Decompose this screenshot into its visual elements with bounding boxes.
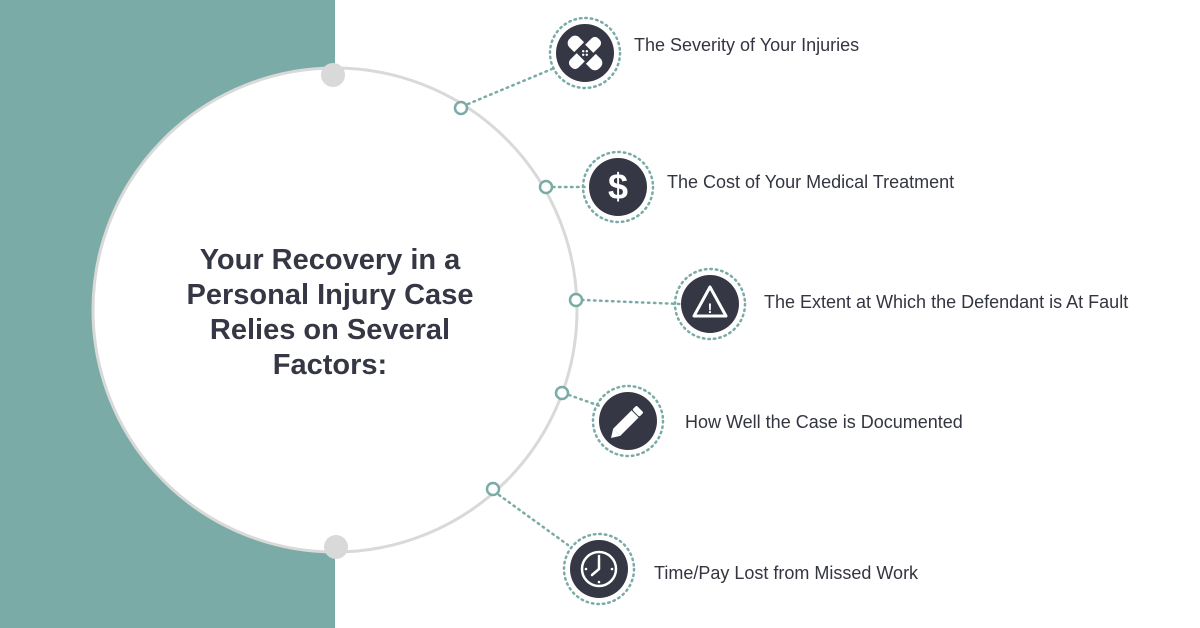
connector-line-0: [466, 67, 554, 106]
connector-node-2: [568, 292, 584, 308]
warning-icon: !: [692, 285, 728, 318]
connector-line-2: [580, 298, 682, 306]
factor-label-lost-work: Time/Pay Lost from Missed Work: [654, 563, 919, 583]
bandage-icon: [566, 34, 604, 72]
pencil-icon: [611, 406, 643, 438]
ring-cap-bottom: [324, 535, 348, 559]
badge-dollar: $: [581, 150, 655, 224]
badge-bandage: [548, 16, 622, 90]
connector-line-4: [497, 493, 570, 547]
headline-line: Factors:: [272, 349, 388, 381]
headline-line: Relies on Several: [209, 314, 451, 346]
factor-label-fault: The Extent at Which the Defendant is At …: [764, 292, 1129, 312]
connector-node-4: [485, 481, 501, 497]
connector-line-3: [567, 393, 602, 408]
connector-node-0: [453, 100, 469, 116]
headline-line: Your Recovery in a: [199, 244, 461, 276]
connector-node-3: [554, 385, 570, 401]
clock-icon: [580, 550, 618, 588]
ring-cap-top: [321, 63, 345, 87]
svg-text:!: !: [708, 300, 713, 316]
headline-line: Personal Injury Case: [186, 279, 474, 311]
connector-node-1: [538, 179, 554, 195]
dollar-icon: $: [608, 166, 628, 207]
badge-warning: !: [673, 267, 747, 341]
badge-clock: [562, 532, 636, 606]
factor-label-cost: The Cost of Your Medical Treatment: [667, 172, 955, 192]
factor-label-severity: The Severity of Your Injuries: [634, 35, 860, 55]
factor-label-documented: How Well the Case is Documented: [685, 412, 963, 432]
badge-pencil: [591, 384, 665, 458]
headline: Your Recovery in a Personal Injury Case …: [170, 243, 490, 383]
